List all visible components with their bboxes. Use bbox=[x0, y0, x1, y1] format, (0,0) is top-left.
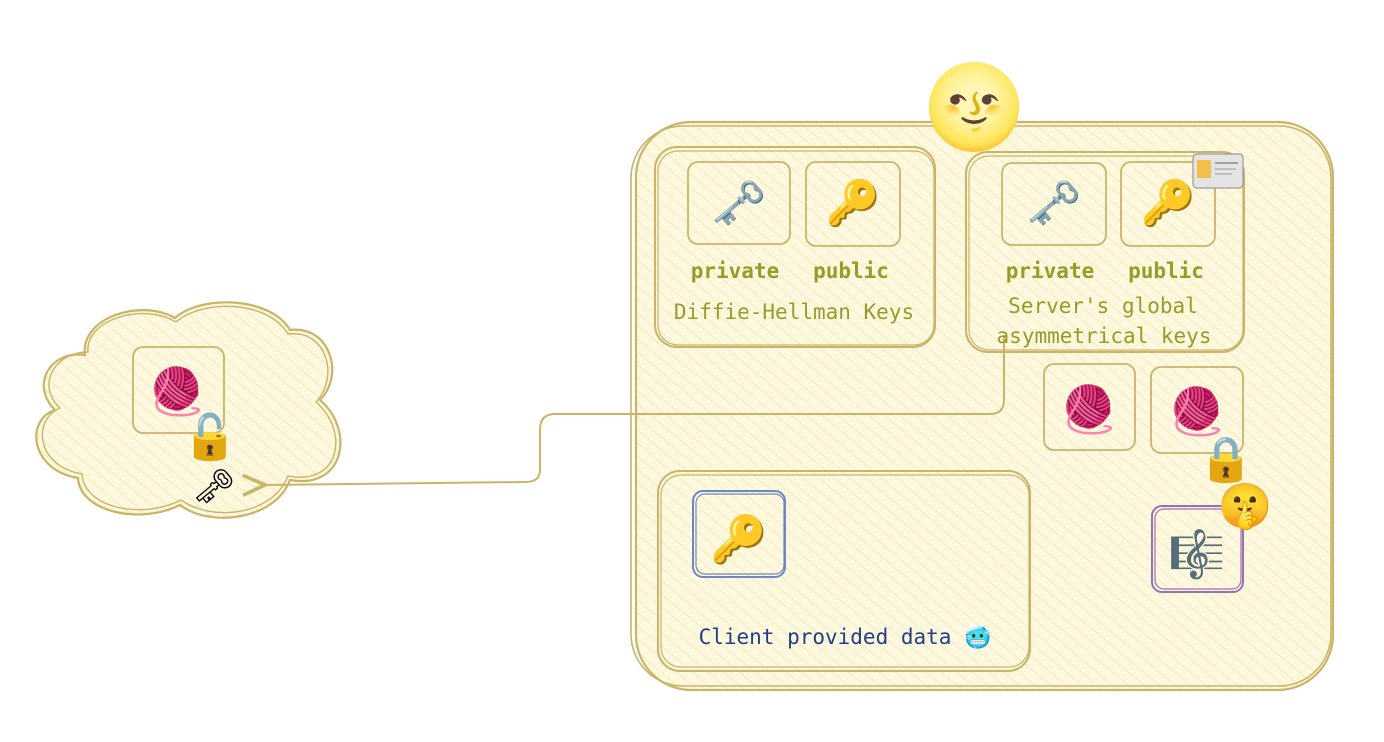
server-yarn-box-1: 🧶 bbox=[1043, 363, 1136, 451]
server-public-label: public bbox=[1128, 259, 1204, 283]
old-key-icon: 🗝 bbox=[192, 467, 235, 507]
yarn-icon: 🧶 bbox=[1168, 384, 1225, 438]
server-moon-icon: 🌝 bbox=[923, 60, 1025, 155]
server-yarn-box-2: 🧶 🔒 bbox=[1150, 366, 1254, 485]
id-card-icon bbox=[1192, 153, 1244, 189]
server-container bbox=[630, 120, 1335, 692]
server-private-label: private bbox=[1006, 259, 1095, 283]
client-cloud bbox=[35, 301, 342, 519]
padlock-icon: 🔒 bbox=[1199, 434, 1254, 485]
shushing-face-icon: 🤫 bbox=[1218, 481, 1273, 532]
dh-public-label: public bbox=[813, 259, 889, 283]
server-keys-group: 🗝️ 🔑 private public Server's global asym… bbox=[965, 151, 1245, 353]
yarn-icon: 🧶 bbox=[148, 364, 205, 418]
dh-old-key-icon: 🗝️ bbox=[712, 178, 767, 229]
client-key-icon: 🔑 bbox=[710, 511, 767, 567]
server-caption-line2: asymmetrical keys bbox=[997, 324, 1212, 348]
cold-face-icon: 🥶 bbox=[964, 624, 991, 651]
client-data-box: 🔑 Client provided data 🥶 bbox=[657, 470, 1031, 672]
server-key-icon: 🔑 bbox=[1141, 176, 1196, 229]
client-data-caption: Client provided data bbox=[699, 625, 952, 649]
music-box: 🎼 🤫 bbox=[1151, 481, 1273, 593]
dh-keys-group: 🗝️ 🔑 private public Diffie-Hellman Keys bbox=[654, 146, 936, 348]
dh-private-label: private bbox=[691, 259, 780, 283]
cloud-yarn-box: 🧶 🔓 🗝 bbox=[132, 346, 238, 507]
server-old-key-icon: 🗝️ bbox=[1027, 178, 1082, 229]
musical-score-icon: 🎼 bbox=[1168, 527, 1225, 581]
dh-key-icon: 🔑 bbox=[826, 176, 881, 229]
open-padlock-icon: 🔓 bbox=[183, 412, 238, 463]
server-caption-line1: Server's global bbox=[1008, 294, 1198, 318]
yarn-icon: 🧶 bbox=[1060, 382, 1117, 436]
dh-caption: Diffie-Hellman Keys bbox=[674, 300, 914, 324]
connector-line bbox=[265, 335, 1005, 485]
